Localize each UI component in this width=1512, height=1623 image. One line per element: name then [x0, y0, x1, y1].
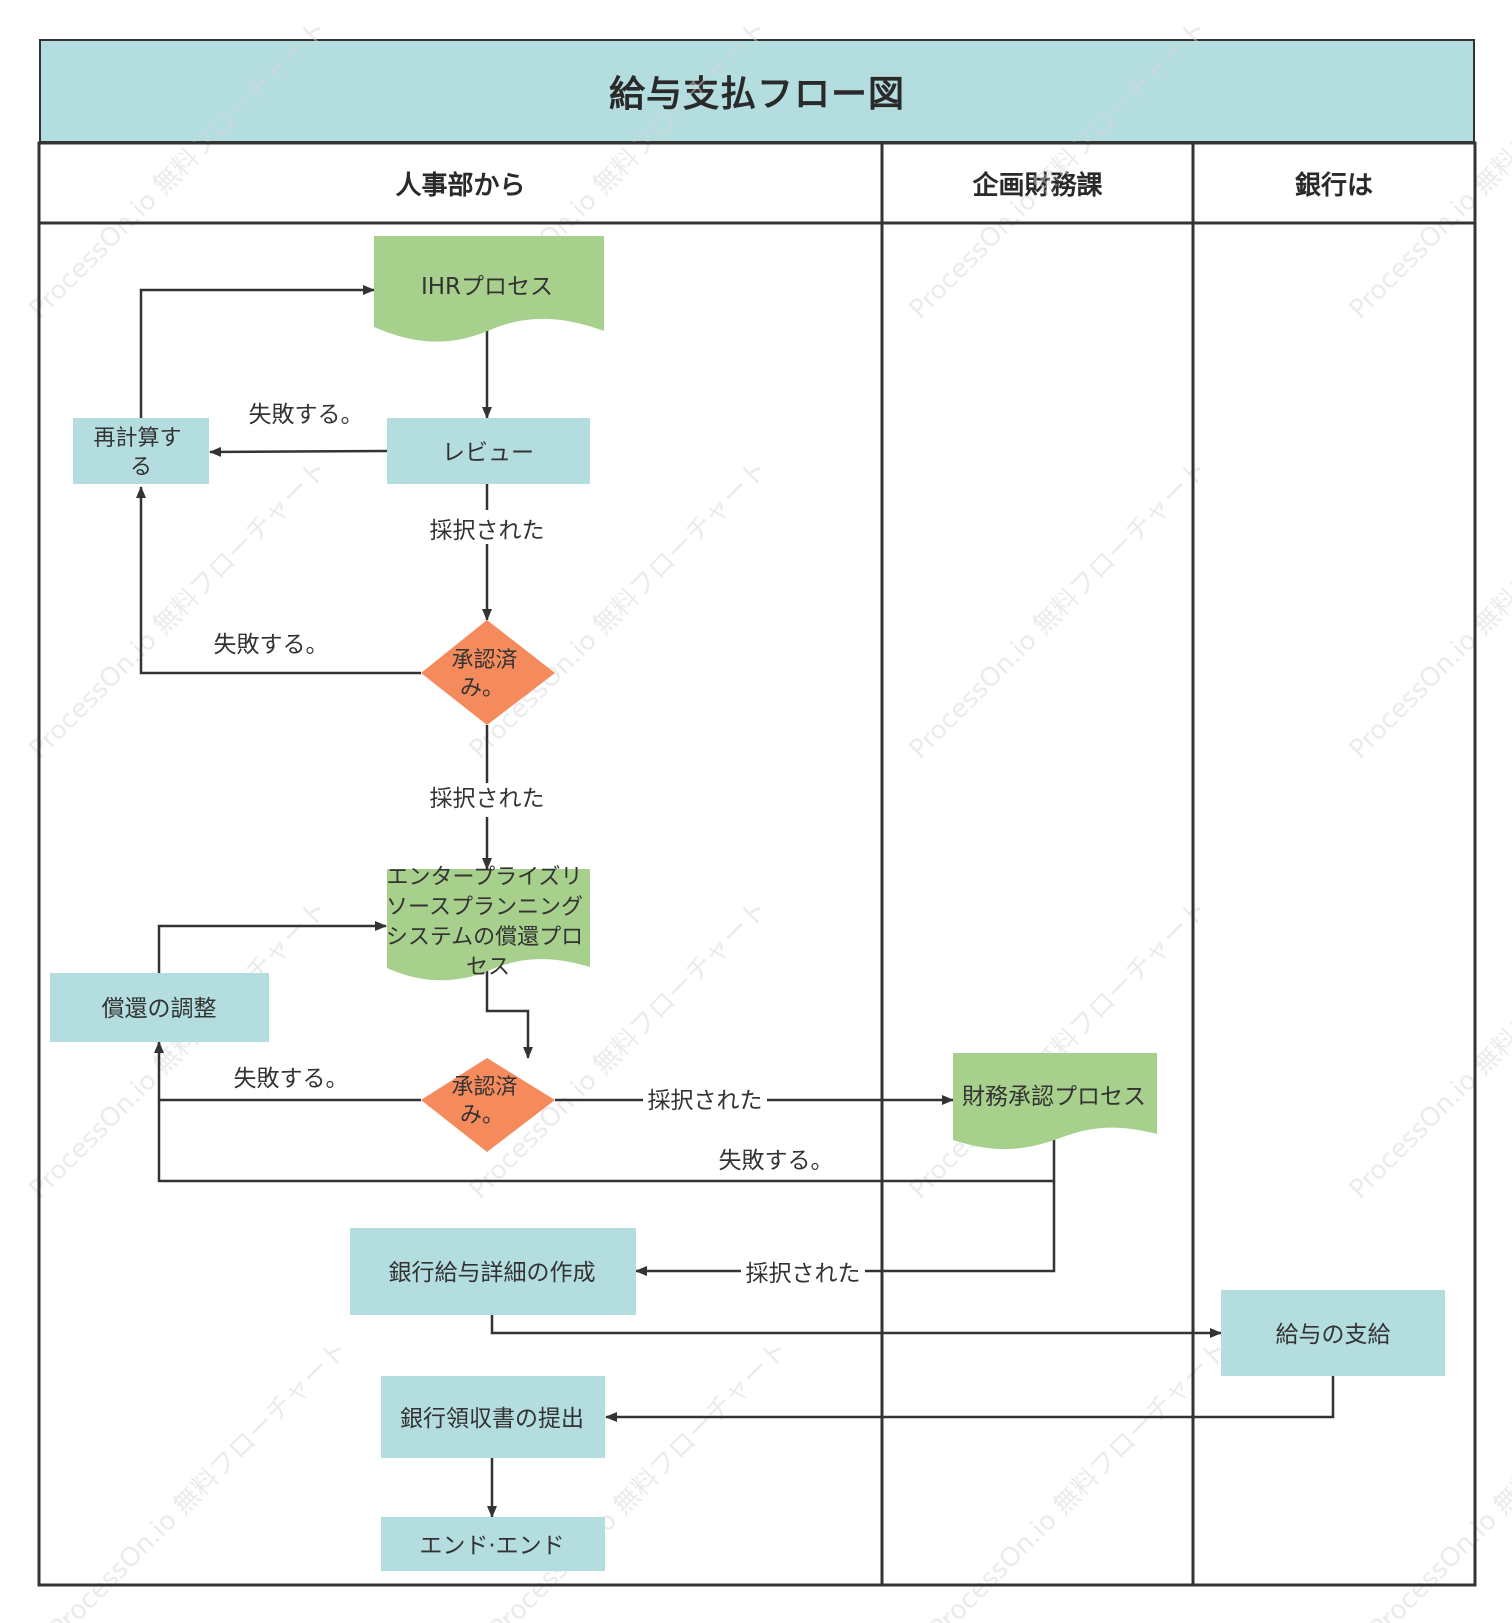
edge-labels: 失敗する。 採択された 失敗する。 採択された 失敗する。 採択された 失敗する… — [214, 402, 865, 1288]
edge-payment-to-receipt — [605, 1376, 1335, 1422]
watermark-text: ProcessOn.io 無料フローチャート — [24, 455, 334, 765]
node-end: エンド·エンド — [419, 1533, 564, 1559]
watermark-text: ProcessOn.io 無料フローチャート — [464, 455, 774, 765]
watermark-text: ProcessOn.io 無料フローチャート — [924, 1335, 1234, 1623]
swimlane-frame — [37, 141, 1477, 1587]
node-approved1: 承認済 み。 — [451, 648, 524, 701]
node-erp-shape — [387, 869, 590, 981]
node-bankdetails-shape — [350, 1228, 636, 1315]
lane-header-bank: 銀行は — [1294, 170, 1373, 201]
label-approved2-accepted: 採択された — [648, 1088, 763, 1114]
edge-erp-to-approved2 — [485, 963, 533, 1059]
edge-bankdetails-to-payment — [490, 1315, 1222, 1338]
lanes-border — [37, 141, 1477, 1587]
watermark-text: ProcessOn.io 無料フローチャート — [904, 455, 1214, 765]
node-review: レビュー — [442, 440, 534, 466]
watermark-text: ProcessOn.io 無料フローチャート — [1344, 895, 1512, 1205]
lane-header-finance: 企画財務課 — [972, 170, 1103, 201]
node-approved2: 承認済 み。 — [451, 1075, 524, 1128]
node-adjust-shape — [50, 973, 269, 1042]
label-approved1-accepted: 採択された — [430, 786, 545, 812]
node-finance-shape — [953, 1053, 1157, 1150]
watermark-text: ProcessOn.io 無料フローチャート — [24, 15, 334, 325]
node-recalc-shape — [73, 418, 209, 484]
shapes — [50, 236, 1445, 1571]
node-approved1-shape — [421, 620, 555, 725]
label-review-fail: 失敗する。 — [249, 402, 364, 428]
edge-recalc-to-ihr — [139, 285, 375, 418]
node-ihr-process: IHRプロセス — [421, 274, 553, 300]
watermark-layer: ProcessOn.io 無料フローチャート ProcessOn.io 無料フロー… — [24, 15, 1512, 1623]
node-review-shape — [387, 418, 590, 484]
watermark-text: ProcessOn.io 無料フローチャート — [1344, 15, 1512, 325]
label-approved1-fail: 失敗する。 — [214, 632, 329, 658]
edge-adjust-to-erp — [157, 921, 387, 973]
node-approved2-shape — [421, 1058, 555, 1152]
label-approved2-fail: 失敗する。 — [234, 1066, 349, 1092]
watermark-text: ProcessOn.io 無料フローチャート — [24, 895, 334, 1205]
node-receipt-shape — [381, 1376, 605, 1458]
node-erp-process: エンタープライズリ ソースプランニング システムの償還プロ セス — [386, 865, 590, 980]
node-end-shape — [381, 1517, 605, 1571]
diagram-title: 給与支払フロー図 — [608, 74, 905, 115]
edge-approved1-to-recalc — [136, 486, 421, 675]
lane-header-hr: 人事部から — [395, 170, 526, 201]
node-adjust: 償還の調整 — [102, 996, 217, 1022]
diagram-title-bar: 給与支払フロー図 — [39, 39, 1475, 143]
watermark-text: ProcessOn.io 無料フローチャート — [1344, 455, 1512, 765]
edge-review-to-recalc — [209, 446, 388, 457]
label-finance-fail: 失敗する。 — [719, 1148, 834, 1174]
watermark-text: ProcessOn.io 無料フローチャート — [904, 895, 1214, 1205]
watermark-text: ProcessOn.io 無料フローチャート — [1364, 1335, 1512, 1623]
node-recalc: 再計算す る — [93, 426, 188, 480]
node-ihr-process-shape — [374, 236, 604, 342]
edge-finance-fail-to-adjust — [157, 1100, 1056, 1183]
label-finance-accepted: 採択された — [746, 1261, 861, 1287]
label-review-accepted: 採択された — [430, 518, 545, 544]
node-payment: 給与の支給 — [1276, 1322, 1391, 1348]
node-finance-approval: 財務承認プロセス — [962, 1084, 1146, 1110]
node-bank-receipt: 銀行領収書の提出 — [400, 1406, 584, 1432]
node-payment-shape — [1221, 1290, 1445, 1376]
node-bank-details: 銀行給与詳細の作成 — [389, 1260, 596, 1286]
watermark-text: ProcessOn.io 無料フローチャート — [44, 1335, 354, 1623]
node-labels: IHRプロセス レビュー 再計算す る 承認済 み。 エンタープライズリ ソース… — [93, 274, 1390, 1559]
watermark-text: ProcessOn.io 無料フローチャート — [904, 15, 1214, 325]
connectors — [136, 285, 1335, 1518]
